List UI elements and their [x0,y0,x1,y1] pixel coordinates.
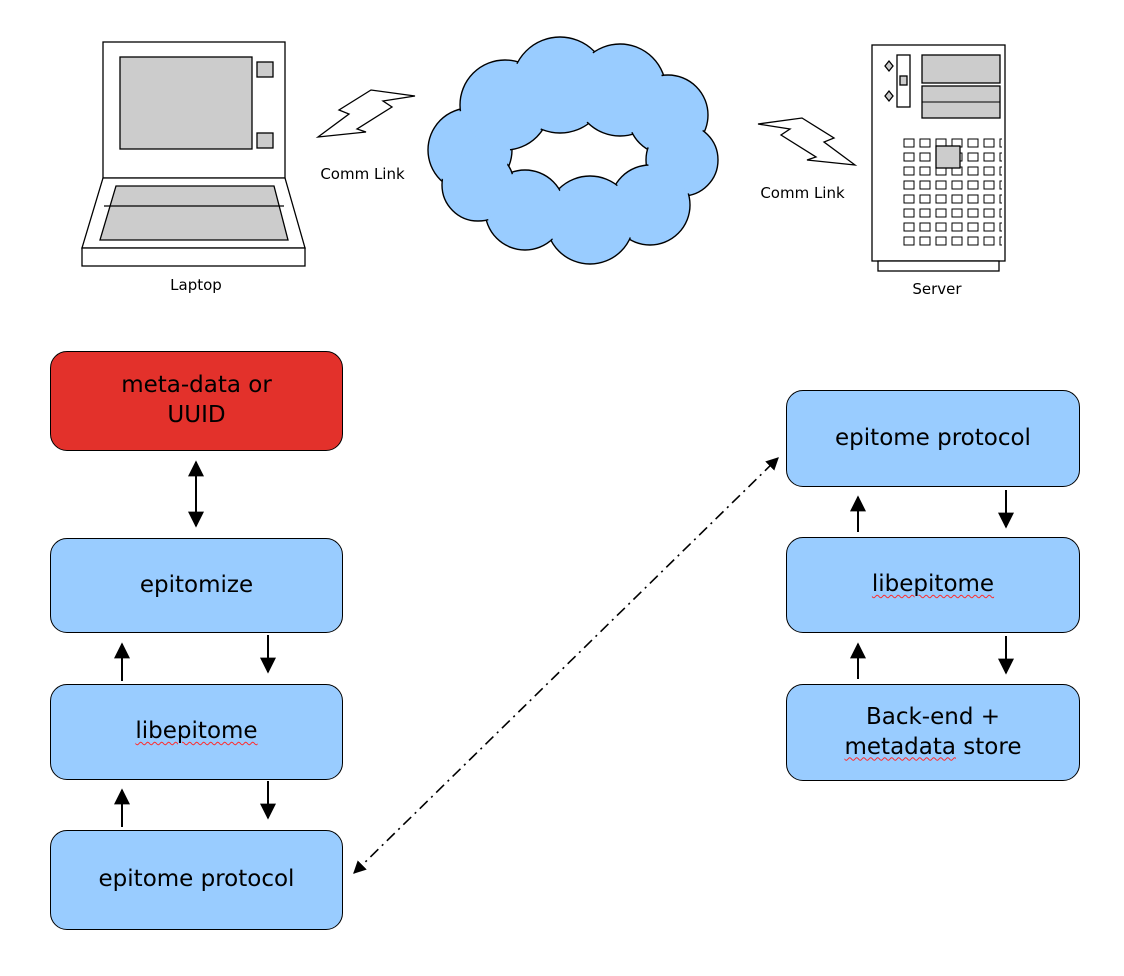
comm-link-left-bolt-icon [315,89,416,138]
box-libepitome-client-label: libepitome [135,718,258,745]
box-epitome-protocol-server: epitome protocol [786,390,1080,487]
box-epitome-protocol-client-label: epitome protocol [98,866,295,893]
protocol-link-dashdot-line [353,457,779,874]
box-libepitome-client: libepitome [50,684,343,780]
connector-arrows [114,460,1014,827]
comm-link-right-label: Comm Link [760,184,845,202]
box-epitomize-label: epitomize [139,571,254,598]
box-metadata-or-uuid-label: meta-data or UUID [121,372,272,428]
laptop-icon [81,41,306,267]
comm-link-right-bolt-icon [757,117,858,166]
box-backend-metadata-store-label: Back-end + metadata store [844,703,1022,760]
box-backend-metadata-store: Back-end + metadata store [786,684,1080,781]
box-epitomize: epitomize [50,538,343,633]
box-libepitome-server: libepitome [786,537,1080,633]
comm-link-left-label: Comm Link [320,165,405,183]
box-epitome-protocol-server-label: epitome protocol [835,424,1031,451]
laptop-label: Laptop [170,276,222,294]
server-icon [871,44,1006,272]
server-label: Server [912,280,962,298]
box-metadata-or-uuid: meta-data or UUID [50,351,343,451]
box-libepitome-server-label: libepitome [871,571,995,598]
box-epitome-protocol-client: epitome protocol [50,830,343,930]
network-cloud-icon [427,36,719,265]
